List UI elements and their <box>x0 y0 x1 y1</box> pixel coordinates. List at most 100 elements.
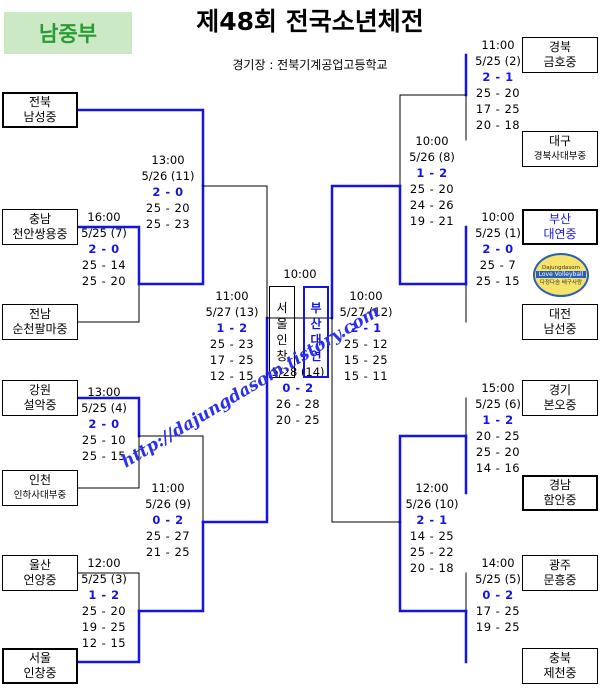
line-R2-to-R5 <box>398 184 468 286</box>
set-score: 25 - 15 <box>81 449 127 463</box>
set-score: 19 - 21 <box>409 214 455 228</box>
match-time: 13:00 <box>87 385 121 399</box>
finalist-right: 부 산 대 연 <box>303 286 329 378</box>
set-score: 25 - 14 <box>81 258 127 272</box>
line-cheonan-to-L1 <box>76 225 141 286</box>
line-suncheon-to-L1 <box>77 283 140 323</box>
set-score: 25 - 20 <box>409 182 455 196</box>
match-result: 2 - 1 <box>416 513 448 527</box>
line-eonyang-to-L3 <box>77 572 140 612</box>
team-gw-seorak: 강원 설악중 <box>2 380 78 416</box>
match-result: 0 - 2 <box>482 588 514 602</box>
match-result: 0 - 2 <box>152 513 184 527</box>
set-score: 15 - 25 <box>343 353 389 367</box>
final-time: 10:00 <box>283 267 317 281</box>
match-time: 12:00 <box>415 481 449 495</box>
match-date: 5/25 (6) <box>475 397 521 411</box>
set-score: 17 - 25 <box>475 102 521 116</box>
set-score: 12 - 15 <box>209 369 255 383</box>
match-time: 10:00 <box>481 210 515 224</box>
set-score: 20 - 25 <box>275 413 321 427</box>
match-time: 12:00 <box>87 556 121 570</box>
set-score: 25 - 20 <box>475 445 521 459</box>
match-date: 5/25 (4) <box>81 401 127 415</box>
set-score: 20 - 25 <box>475 429 521 443</box>
line-L4-to-LS <box>202 185 268 319</box>
match-result: 1 - 2 <box>216 321 248 335</box>
set-score: 25 - 20 <box>475 86 521 100</box>
line-seorak-to-L2 <box>76 396 141 438</box>
team-gb-geumho: 경북 금호중 <box>522 37 598 73</box>
set-score: 26 - 28 <box>275 397 321 411</box>
set-score: 14 - 16 <box>475 461 521 475</box>
match-time: 11:00 <box>151 481 185 495</box>
line-inha-to-L2 <box>77 435 140 489</box>
set-score: 21 - 25 <box>145 545 191 559</box>
match-date: 5/26 (9) <box>145 497 191 511</box>
set-score: 14 - 25 <box>409 529 455 543</box>
set-score: 24 - 26 <box>409 198 455 212</box>
team-gg-bono: 경기 본오중 <box>522 380 598 416</box>
match-result: 2 - 0 <box>482 242 514 256</box>
match-result: 1 - 2 <box>88 588 120 602</box>
match-date: 5/25 (7) <box>81 226 127 240</box>
set-score: 20 - 18 <box>409 561 455 575</box>
team-gj-munheung: 광주 문흥중 <box>522 555 598 591</box>
match-time: 14:00 <box>481 556 515 570</box>
team-dg-kyungbuk: 대구 경북사대부중 <box>522 131 598 167</box>
match-date: 5/28 (14) <box>271 365 325 379</box>
set-score: 19 - 25 <box>81 620 127 634</box>
set-score: 25 - 23 <box>145 217 191 231</box>
set-score: 12 - 15 <box>81 636 127 650</box>
team-us-eonyang: 울산 언양중 <box>2 555 78 591</box>
match-date: 5/25 (5) <box>475 572 521 586</box>
set-score: 17 - 25 <box>209 353 255 367</box>
team-cn-cheonan: 충남 천안쌍용중 <box>2 209 78 245</box>
match-time: 13:00 <box>151 153 185 167</box>
set-score: 25 - 23 <box>209 337 255 351</box>
set-score: 25 - 12 <box>343 337 389 351</box>
match-date: 5/26 (10) <box>405 497 459 511</box>
set-score: 25 - 20 <box>81 274 127 288</box>
match-date: 5/25 (1) <box>475 226 521 240</box>
line-inchang-to-L3 <box>76 609 141 664</box>
match-date: 5/25 (2) <box>475 54 521 68</box>
line-namseong-to-L4 <box>76 108 205 188</box>
line-R5-to-RS <box>330 184 402 320</box>
match-L5: 11:00 5/26 (9) 0 - 2 25 - 27 21 - 25 <box>132 480 204 560</box>
set-score: 25 - 27 <box>145 529 191 543</box>
match-result: 2 - 1 <box>350 321 382 335</box>
team-jb-namseong: 전북 남성중 <box>2 92 78 128</box>
set-score: 25 - 10 <box>81 433 127 447</box>
line-R1-to-R5 <box>399 94 467 187</box>
match-time: 10:00 <box>415 134 449 148</box>
match-time: 16:00 <box>87 210 121 224</box>
match-result: 2 - 0 <box>88 242 120 256</box>
line-L5-to-LS <box>201 316 269 524</box>
line-L1-to-L4 <box>137 184 205 286</box>
match-result: 2 - 1 <box>482 70 514 84</box>
match-date: 5/25 (3) <box>81 572 127 586</box>
set-score: 15 - 11 <box>343 369 389 383</box>
team-cb-jecheon: 충북 제천중 <box>522 648 598 684</box>
team-bs-daeyeon: 부산 대연중 <box>522 209 598 245</box>
match-R6: 12:00 5/26 (10) 2 - 1 14 - 25 25 - 22 20 - 18 <box>396 480 468 576</box>
match-date: 5/26 (11) <box>141 169 195 183</box>
set-score: 25 - 22 <box>409 545 455 559</box>
set-score: 17 - 25 <box>475 604 521 618</box>
match-time: 15:00 <box>481 381 515 395</box>
team-jn-suncheon: 전남 순천팔마중 <box>2 304 78 340</box>
set-score: 25 - 15 <box>475 274 521 288</box>
set-score: 25 - 20 <box>145 201 191 215</box>
match-time: 11:00 <box>215 289 249 303</box>
